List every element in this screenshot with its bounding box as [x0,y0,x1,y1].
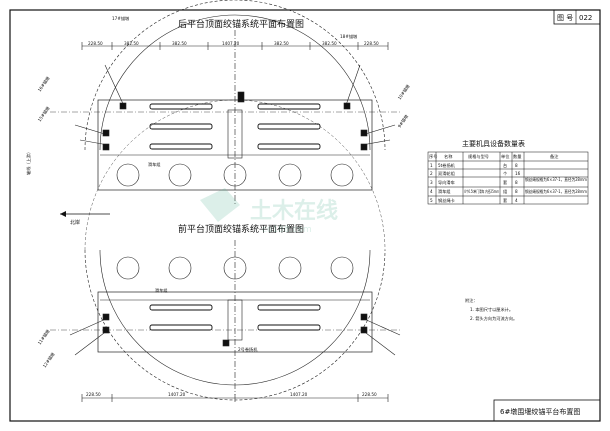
plan-top [50,0,400,205]
dim-top-5: 382.50 [322,41,337,46]
table-cell: 钢丝绳规格为6×37-1，直径为28mm [525,188,587,195]
anchor-15-label: 15#锚墩 [36,104,52,123]
dims-top: 228.50 382.50 382.50 1407.20 382.50 382.… [88,41,379,46]
th-5: 备注 [550,153,559,160]
table-cell: 1 [430,163,433,168]
table-rows: 1 5t卷扬机 台 8 2 双滑轮组 个 16 3 导向滑车 套 8 钢丝绳规格… [430,162,587,204]
table-cell: 8 [515,189,518,194]
dims-bottom: 228.50 1407.20 1407.20 228.50 [86,392,377,397]
drawing-number-value: 022 [579,14,592,22]
anchor-11-label: 11#锚墩 [36,327,52,346]
drawing-number-box: 图 号 022 [553,9,601,25]
watermark-main: 土木在线 [250,198,338,224]
table-cell: 台 [503,162,507,169]
table-cell: 钢丝绳规格为6×37-1，直径为28mm [525,176,587,183]
note-line: 1. 本图尺寸以厘米计。 [470,306,513,313]
table-cell: 4 [515,198,518,203]
footer-title: 6#墩围堰绞锚平台布置图 [500,407,580,416]
winch-2-label: 2号卷扬机 [238,346,258,353]
table-cell: 16 [515,171,521,176]
anchor-10-label: 10#锚墩 [396,82,412,101]
table-cell: 4 [430,189,433,194]
note-line: 附注： [465,297,478,304]
plan-top-title: 后平台顶面绞锚系统平面布置图 [178,18,304,30]
anchor-17-label: 17#锚墩 [112,15,130,22]
table-cell: 5 [430,198,433,203]
anchor-9-label: 9#锚墩 [396,113,411,130]
pulley-label-bottom: 滑车组 [155,287,168,294]
title-block: 6#墩围堰绞锚平台布置图 [493,399,601,422]
anchor-18-label: 18#锚墩 [340,33,358,40]
note-line: 2. 箭头方向为河流方向。 [470,315,517,322]
dim-top-4: 382.50 [274,41,289,46]
table-header: 序号 名称 规格与型号 单位 数量 备注 [429,153,559,160]
table-cell: 4个0.5t单门滑车 内径25mm [464,188,499,195]
plan-bottom [50,99,401,402]
table-cell: 2 [430,171,433,176]
equipment-table [427,151,589,205]
table-cell: 8 [515,163,518,168]
flow-label: 北岸 [70,219,80,226]
dim-bottom-6: 228.50 [362,392,377,397]
th-4: 数量 [513,153,521,160]
watermark-sub: co188.com [262,225,312,235]
side-label: 轴线（上游） [25,150,32,175]
table-cell: 双滑轮组 [438,170,455,177]
dim-top-1: 382.50 [124,41,139,46]
table-title: 主要机具设备数量表 [462,139,525,148]
dim-bottom-0: 228.50 [86,392,101,397]
table-cell: 套 [503,197,508,204]
pulley-label-top: 滑车组 [148,161,161,168]
plan-bottom-title: 前平台顶面绞锚系统平面布置图 [178,223,304,235]
sheet-border [9,9,601,422]
table-cell: 滑车组 [438,188,451,195]
th-1: 名称 [444,153,452,160]
th-2: 规格与型号 [468,153,489,160]
table-cell: 8 [515,180,518,185]
notes: 附注： 1. 本图尺寸以厘米计。 2. 箭头方向为河流方向。 [465,297,517,322]
dim-top-0: 228.50 [88,41,103,46]
flow-arrow: 北岸 [60,211,110,226]
th-0: 序号 [429,153,437,160]
anchor-12-label: 12#锚墩 [41,350,57,369]
watermark: 土木在线 co188.com [200,188,338,235]
table-cell: 个 [503,171,508,176]
table-cell: 3 [430,180,433,185]
dim-bottom-4: 1407.20 [290,392,308,397]
dim-top-6: 228.50 [364,41,379,46]
dim-top-2: 382.50 [172,41,187,46]
dim-top-3: 1407.20 [222,41,240,46]
table-cell: 5t卷扬机 [438,162,456,169]
drawing-number-label: 图 号 [557,14,573,22]
anchor-16-label: 16#锚墩 [36,74,52,93]
th-3: 单位 [501,153,509,160]
table-cell: 组 [503,188,507,194]
dim-bottom-3: 1407.20 [168,392,186,397]
table-cell: 导向滑车 [438,179,455,186]
table-cell: 钢丝绳卡 [438,197,455,204]
table-cell: 套 [503,179,508,186]
